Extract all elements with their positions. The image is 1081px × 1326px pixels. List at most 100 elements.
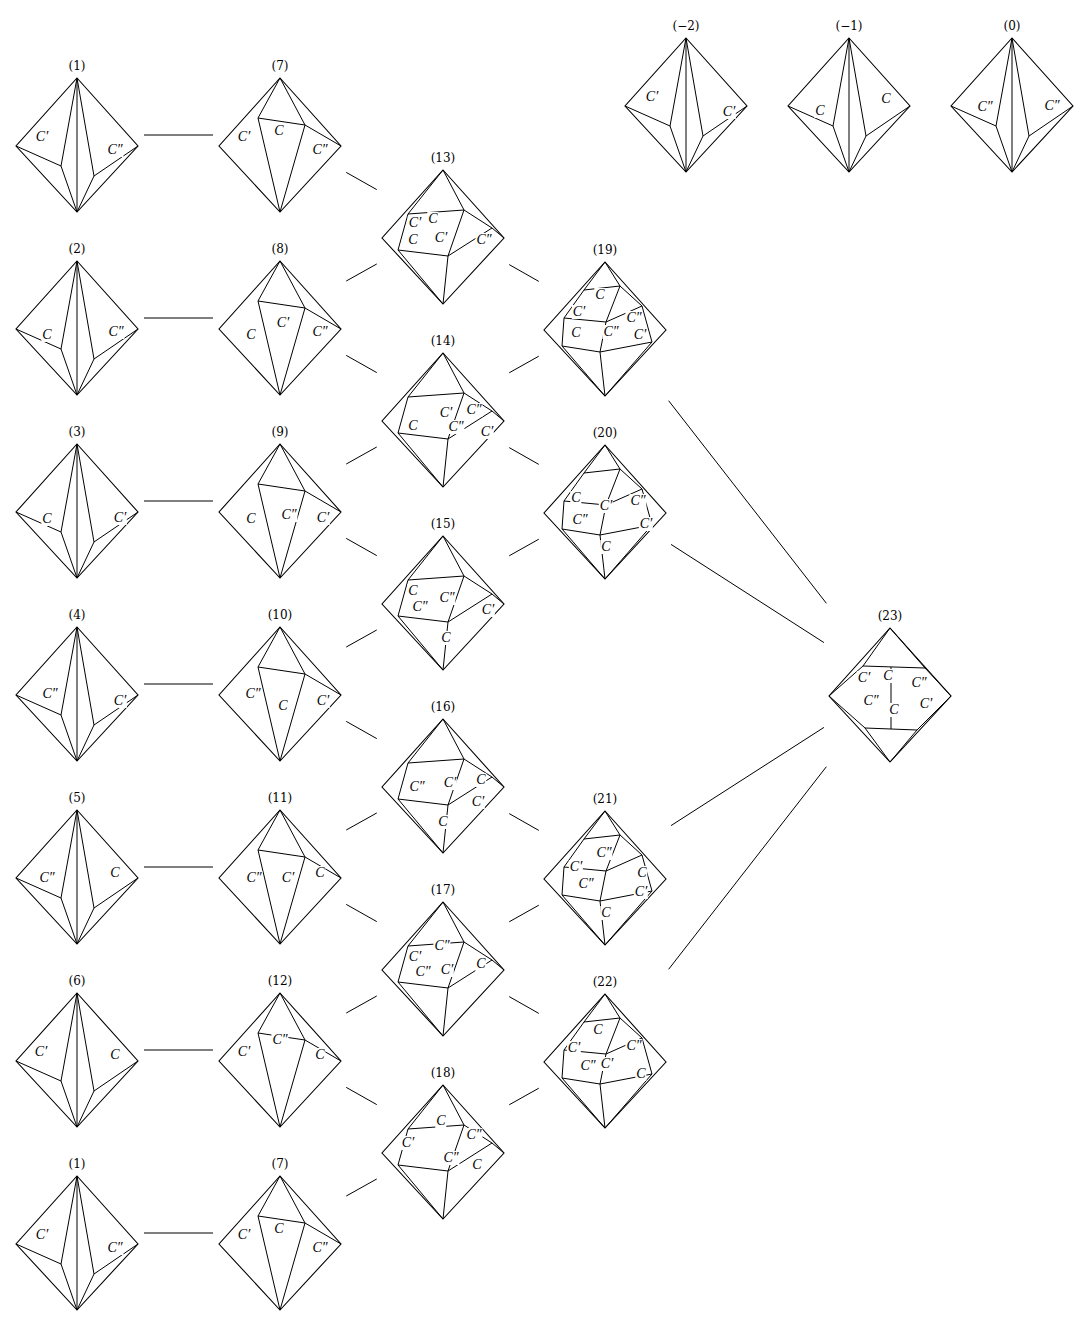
edge-line <box>443 1171 448 1219</box>
connector <box>509 539 539 556</box>
face-label: C″ <box>38 871 55 885</box>
octahedron-outline <box>625 38 747 172</box>
edge-line <box>61 261 77 395</box>
edge-line <box>258 993 280 1033</box>
face-label: C′ <box>633 328 647 342</box>
polytope-figure: (16)C″C′CC′C <box>382 699 504 853</box>
face-label: C′ <box>35 130 49 144</box>
face-label: C″ <box>447 420 464 434</box>
face-label: C′ <box>600 1057 614 1071</box>
edge-line <box>605 811 620 835</box>
edge-line <box>448 210 464 256</box>
figure-number: (2) <box>16 241 138 257</box>
edge-line <box>258 1176 280 1216</box>
edge-line <box>61 444 77 578</box>
edge-line <box>16 146 61 166</box>
polytope-figure: (19)CC′CC″C″C′ <box>544 242 666 396</box>
figure-number: (20) <box>544 425 666 441</box>
face-label: C′ <box>567 1041 581 1055</box>
face-label: C″ <box>280 508 297 522</box>
face-label: C <box>273 1222 284 1236</box>
edge-line <box>77 810 78 944</box>
face-label: C″ <box>629 494 646 508</box>
face-label: C <box>440 631 451 645</box>
face-label: C <box>636 866 647 880</box>
face-label: C″ <box>411 600 428 614</box>
face-label: C <box>435 1114 446 1128</box>
face-label: C′ <box>919 697 933 711</box>
octahedron-outline <box>951 38 1073 172</box>
face-label: C′ <box>237 1228 251 1242</box>
figure-number: (9) <box>219 424 341 440</box>
face-label: C <box>600 540 611 554</box>
face-label: C′ <box>276 316 290 330</box>
polytope-figure: (23)C′CC″C″CC′ <box>829 608 951 762</box>
figure-number: (15) <box>382 516 504 532</box>
connector <box>346 721 377 738</box>
face-label: C″ <box>625 1039 642 1053</box>
figure-number: (21) <box>544 791 666 807</box>
edge-line <box>77 261 78 395</box>
connector <box>671 544 824 642</box>
face-label: C′ <box>443 776 457 790</box>
connector <box>346 355 377 372</box>
edge-line <box>863 628 890 666</box>
face-label: C <box>880 92 891 106</box>
figure-number: (22) <box>544 974 666 990</box>
face-label: C″ <box>475 233 492 247</box>
face-label: C′ <box>857 671 871 685</box>
polytope-figure: (12)C′C″C <box>219 973 341 1127</box>
edge-line <box>408 1125 492 1143</box>
edge-line <box>258 301 305 308</box>
edge-line <box>686 38 687 172</box>
face-label: C <box>314 866 325 880</box>
edge-line <box>77 627 78 761</box>
edge-line <box>562 1050 652 1084</box>
octahedron-outline <box>829 628 951 762</box>
face-label: C′ <box>113 511 127 525</box>
edge-line <box>305 674 341 695</box>
edge-line <box>443 256 448 304</box>
face-label: C <box>407 233 418 247</box>
octahedron-outline <box>16 261 138 395</box>
connector <box>669 767 827 970</box>
octahedron-outline <box>544 994 666 1128</box>
connector <box>346 538 377 555</box>
connector <box>509 814 539 831</box>
octahedron-outline <box>382 1085 504 1219</box>
polytope-figure: (0)C″C″ <box>951 18 1073 172</box>
edge-line <box>258 1033 280 1127</box>
edge-line <box>94 695 138 725</box>
octahedron-drawing <box>788 38 910 172</box>
octahedron-outline <box>219 261 341 395</box>
edge-line <box>398 397 492 439</box>
face-label: C′ <box>316 511 330 525</box>
face-label: C′ <box>471 795 485 809</box>
figure-number: (8) <box>219 241 341 257</box>
connector <box>144 135 213 136</box>
face-label: C″ <box>311 1241 328 1255</box>
edge-line <box>606 1018 620 1054</box>
face-label: C′ <box>35 1228 49 1242</box>
face-label: C″ <box>311 325 328 339</box>
face-label: C <box>570 326 581 340</box>
connector <box>346 813 377 830</box>
octahedron-outline <box>219 78 341 212</box>
face-label: C <box>475 773 486 787</box>
connector <box>346 447 377 464</box>
face-label: C″ <box>910 676 927 690</box>
edge-line <box>94 1061 138 1091</box>
edge-line <box>61 810 77 944</box>
figure-number: (3) <box>16 424 138 440</box>
edge-line <box>61 993 77 1127</box>
octahedron-outline <box>16 444 138 578</box>
face-label: C′ <box>572 305 586 319</box>
face-label: C′ <box>481 603 495 617</box>
edge-line <box>77 78 94 212</box>
figure-number: (6) <box>16 973 138 989</box>
octahedron-outline <box>382 719 504 853</box>
edge-line <box>258 810 280 850</box>
polytope-figure: (17)C″C′C″C′C <box>382 882 504 1036</box>
face-label: C′ <box>569 860 583 874</box>
